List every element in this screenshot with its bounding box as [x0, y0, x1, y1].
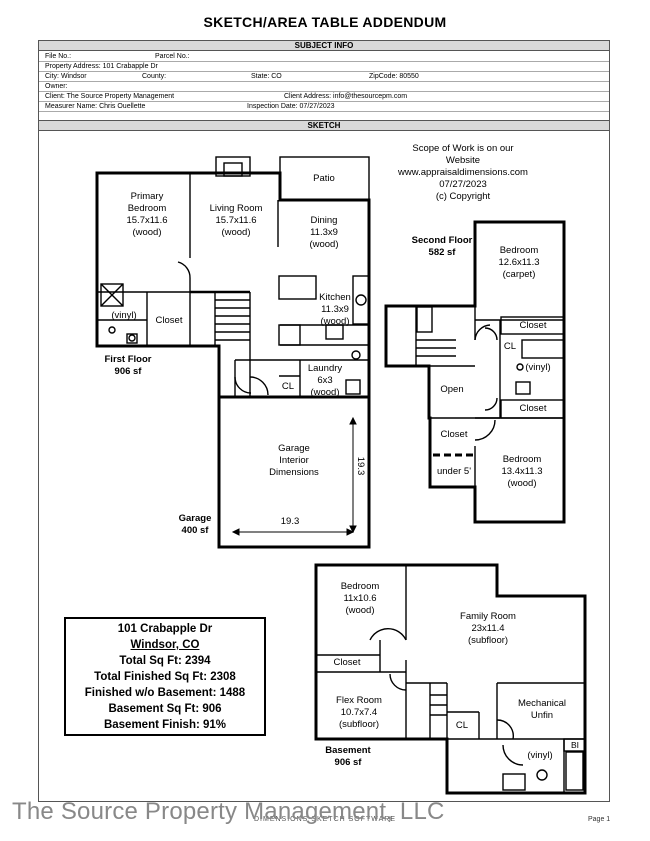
second-floor-bedroom2-label: Bedroom 13.4x11.3 (wood)	[501, 454, 543, 489]
summary-basement-finish: Basement Finish: 91%	[103, 719, 227, 731]
scope-website[interactable]: www.appraisaldimensions.com	[398, 167, 528, 178]
summary-city: Windsor, CO	[130, 639, 200, 651]
first-floor-cl-label: CL	[281, 381, 295, 392]
info-row-measurer: Measurer Name: Chris Ouellette Inspectio…	[39, 102, 609, 112]
info-row-address: Property Address: 101 Crabapple Dr	[39, 62, 609, 72]
garage-interior-label: Garage Interior Dimensions	[269, 443, 319, 478]
basement-interior	[316, 565, 586, 793]
info-row-owner: Owner:	[39, 82, 609, 92]
basement-closet-label: Closet	[333, 657, 361, 668]
info-row-client: Client: The Source Property Management C…	[39, 92, 609, 102]
shower-icon	[100, 283, 124, 307]
second-floor-interior	[415, 306, 565, 522]
dining-label: Dining 11.3x9 (wood)	[309, 215, 339, 250]
first-floor-interior	[97, 156, 370, 397]
file-no-label: File No.:	[45, 53, 72, 60]
basement-bedroom-label: Bedroom 11x10.6 (wood)	[340, 581, 380, 616]
summary-total-sqft: Total Sq Ft: 2394	[119, 655, 211, 667]
scope-line: Scope of Work is on our Website	[412, 143, 514, 166]
stove-icon	[355, 294, 367, 306]
flex-room-label: Flex Room 10.7x7.4 (subfloor)	[336, 695, 382, 730]
summary-address: 101 Crabapple Dr	[117, 623, 213, 635]
watermark-text: The Source Property Management, LLC	[12, 798, 445, 825]
property-address: Property Address: 101 Crabapple Dr	[45, 63, 158, 70]
patio-label: Patio	[313, 173, 335, 184]
laundry-label: Laundry 6x3 (wood)	[307, 363, 343, 398]
parcel-no-label: Parcel No.:	[155, 53, 190, 60]
second-floor-closet1-label: Closet	[519, 320, 547, 331]
summary-finished-wo-basement: Finished w/o Basement: 1488	[84, 687, 246, 699]
subject-info-header: SUBJECT INFO	[38, 40, 610, 51]
bathtub-icon	[521, 339, 565, 359]
scope-copyright: (c) Copyright	[435, 191, 491, 202]
garage-walls	[217, 395, 371, 549]
second-floor-open-label: Open	[440, 384, 464, 395]
basement-title: Basement 906 sf	[325, 745, 371, 768]
city-field: City: Windsor	[45, 73, 87, 80]
owner-field: Owner:	[45, 83, 68, 90]
county-field: County:	[142, 73, 167, 80]
page-number: Page 1	[588, 816, 611, 823]
page-title: SKETCH/AREA TABLE ADDENDUM	[203, 14, 447, 30]
under-five-feet-label: under 5'	[436, 466, 472, 477]
info-row-city: City: Windsor County: State: CO ZipCode:…	[39, 72, 609, 82]
second-floor-closet3-label: Closet	[440, 429, 468, 440]
kitchen-label: Kitchen 11.3x9 (wood)	[319, 292, 351, 327]
garage-title: Garage 400 sf	[178, 513, 212, 536]
area-summary-box: 101 Crabapple Dr Windsor, CO Total Sq Ft…	[64, 617, 266, 736]
client-address-field: Client Address: info@thesourcepm.com	[284, 93, 408, 100]
state-field: State: CO	[251, 73, 282, 80]
kitchen-island	[278, 275, 317, 300]
second-floor-vinyl-label: (vinyl)	[525, 362, 551, 373]
footer-software-credit: DIMENSIONS SKETCH SOFTWARE	[254, 816, 397, 823]
patio-outline	[279, 156, 370, 201]
first-floor-closet-label: Closet	[155, 315, 183, 326]
family-room-label: Family Room 23x11.4 (subfloor)	[460, 611, 516, 646]
kitchen-counter	[352, 275, 370, 325]
inspection-date-field: Inspection Date: 07/27/2023	[247, 103, 335, 110]
summary-total-finished: Total Finished Sq Ft: 2308	[94, 671, 236, 683]
built-in-label: BI	[570, 740, 580, 750]
basement-tub-icon	[565, 751, 584, 791]
summary-basement-sqft: Basement Sq Ft: 906	[108, 703, 222, 715]
first-floor-vinyl-label: (vinyl)	[111, 310, 137, 321]
garage-depth-label: 19.3	[355, 456, 366, 476]
scope-date: 07/27/2023	[439, 179, 487, 190]
measurer-field: Measurer Name: Chris Ouellette	[45, 103, 146, 110]
basement-walls	[314, 563, 587, 795]
second-floor-closet2-label: Closet	[519, 403, 547, 414]
first-floor-title: First Floor 906 sf	[104, 354, 152, 377]
client-field: Client: The Source Property Management	[45, 93, 175, 100]
second-floor-title: Second Floor 582 sf	[411, 235, 473, 258]
second-floor-bedroom1-label: Bedroom 12.6x11.3 (carpet)	[498, 245, 540, 280]
second-floor-cl-label: CL	[503, 341, 517, 352]
mechanical-label: Mechanical Unfin	[517, 698, 567, 721]
info-row-file: File No.: Parcel No.:	[39, 52, 609, 62]
living-room-label: Living Room 15.7x11.6 (wood)	[209, 203, 263, 238]
scope-of-work-note: Scope of Work is on our Website www.appr…	[398, 143, 528, 203]
basement-cl-label: CL	[455, 720, 469, 731]
zipcode-field: ZipCode: 80550	[369, 73, 419, 80]
primary-bedroom-label: Primary Bedroom 15.7x11.6 (wood)	[126, 191, 168, 238]
sketch-header: SKETCH	[38, 120, 610, 131]
garage-width-label: 19.3	[280, 516, 300, 527]
basement-vinyl-label: (vinyl)	[527, 750, 553, 761]
